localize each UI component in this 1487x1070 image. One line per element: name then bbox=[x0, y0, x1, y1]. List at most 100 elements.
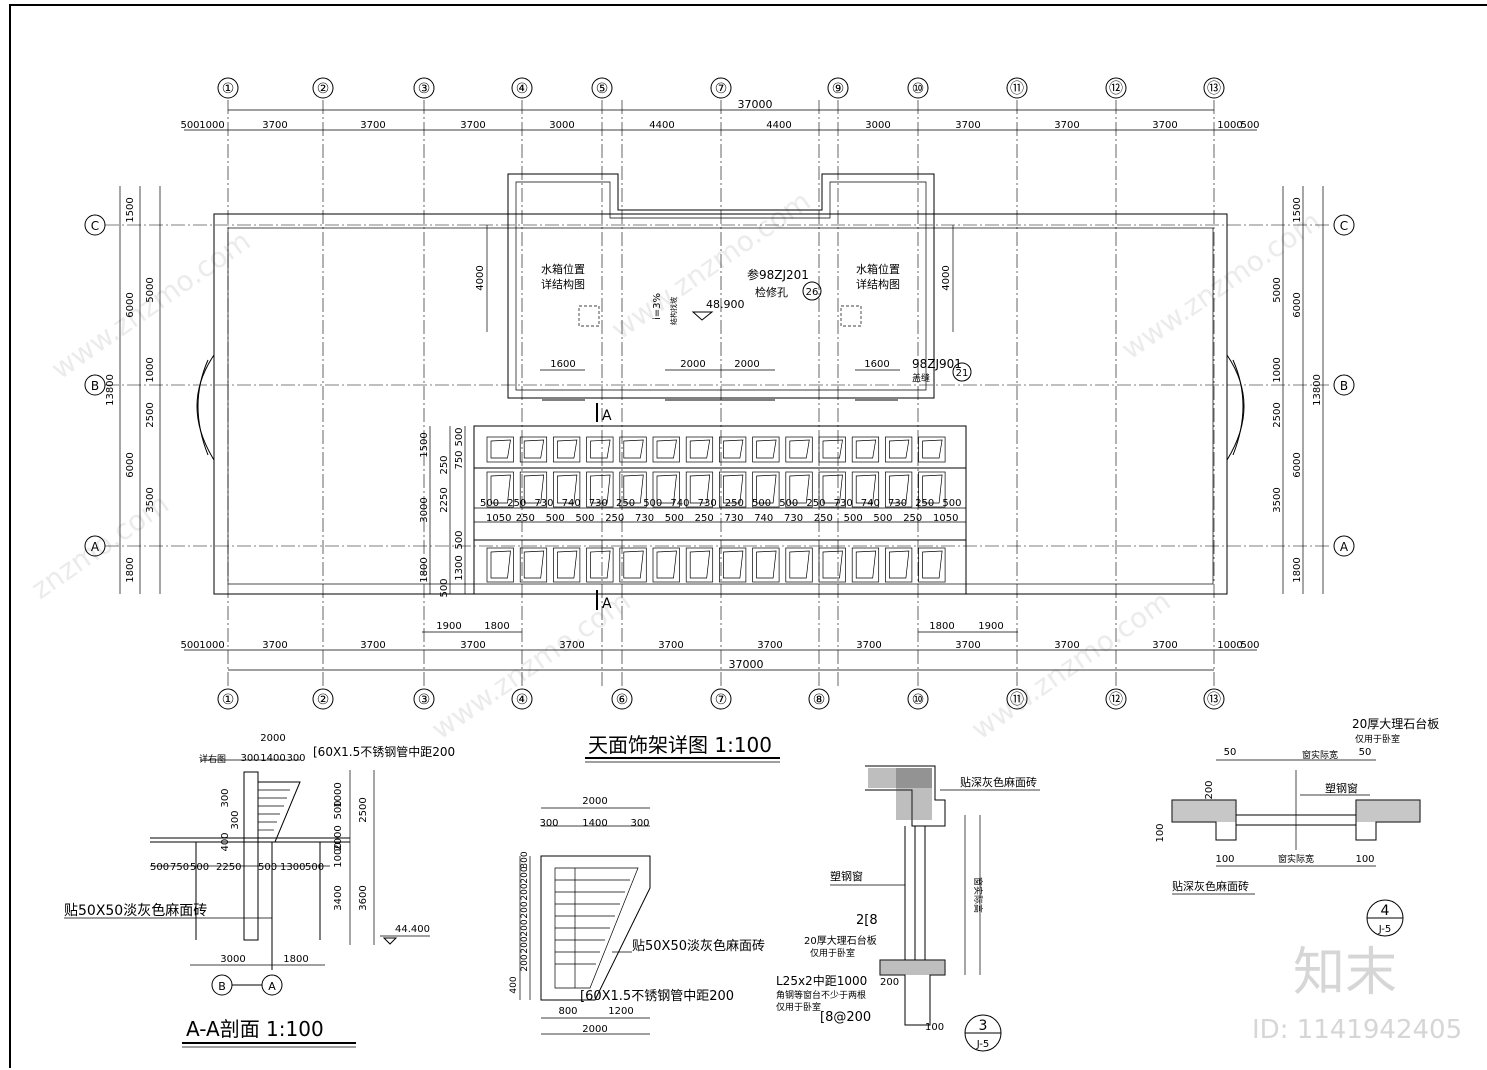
grid-bubble-top bbox=[1203, 77, 1225, 99]
svg-text:4000: 4000 bbox=[475, 265, 486, 290]
svg-text:6000: 6000 bbox=[125, 292, 136, 317]
frame-cell-inner bbox=[689, 439, 711, 459]
bottom-dim: 3700 bbox=[262, 640, 287, 651]
svg-text:26: 26 bbox=[806, 287, 819, 298]
svg-text:21: 21 bbox=[956, 368, 969, 379]
svg-text:100: 100 bbox=[1155, 823, 1166, 842]
frame-dim: 250 bbox=[616, 498, 635, 509]
frame-cell bbox=[652, 471, 680, 508]
frame-cell-inner bbox=[889, 550, 910, 579]
grid-bubble-bottom bbox=[413, 688, 435, 710]
grid-label-bottom: ② bbox=[317, 692, 330, 708]
grid-bubble-bottom bbox=[1203, 688, 1225, 710]
grid-label-bottom: ⑬ bbox=[1207, 692, 1221, 708]
svg-text:800: 800 bbox=[558, 1006, 577, 1017]
detail-4: 窗实际宽 窗实际宽 50 50 200 100 100 100 20厚大理石台板… bbox=[1155, 716, 1439, 937]
grid-label-top: ⑩ bbox=[912, 81, 925, 97]
grid-bubble-top bbox=[217, 77, 239, 99]
frame-cell bbox=[685, 436, 714, 463]
grid-bubble-top bbox=[413, 77, 435, 99]
frame-detail-bars bbox=[555, 868, 630, 988]
top-dim: 1000 bbox=[1217, 120, 1242, 131]
grid-bubble-bottom bbox=[511, 688, 533, 710]
frame-cell bbox=[752, 547, 780, 583]
frame-cell-inner bbox=[756, 474, 777, 504]
grid-bubble-bottom bbox=[611, 688, 633, 710]
bottom-dim: 1000 bbox=[199, 640, 224, 651]
svg-text:3600: 3600 bbox=[358, 885, 369, 910]
frame-dim: 500 bbox=[873, 513, 892, 524]
grid-label-top: ② bbox=[317, 81, 330, 97]
frame-cell-inner bbox=[822, 474, 843, 504]
frame-cell-inner bbox=[922, 474, 943, 504]
frame-dim: 500 bbox=[844, 513, 863, 524]
svg-text:2[8: 2[8 bbox=[856, 913, 878, 928]
frame-cell-inner bbox=[855, 474, 877, 504]
grid-bubble-bottom bbox=[217, 688, 239, 710]
frame-detail: 2000 300 1400 300 400 200 200 200 200 20… bbox=[509, 796, 765, 1035]
grid-bubble-top bbox=[827, 77, 849, 99]
svg-text:500: 500 bbox=[305, 862, 324, 873]
svg-text:50: 50 bbox=[1359, 747, 1372, 758]
frame-dim: 250 bbox=[605, 513, 624, 524]
svg-text:100: 100 bbox=[925, 1022, 944, 1033]
grid-bubble-top bbox=[907, 77, 929, 99]
svg-text:200: 200 bbox=[520, 866, 530, 883]
frame-dim: 730 bbox=[698, 498, 717, 509]
frame-cell-inner bbox=[723, 474, 744, 504]
svg-text:3500: 3500 bbox=[145, 487, 156, 512]
grid-label-top: ③ bbox=[418, 81, 431, 97]
svg-text:1900: 1900 bbox=[978, 621, 1003, 632]
grid-label-top: ⑦ bbox=[715, 81, 728, 97]
svg-text:J-5: J-5 bbox=[1378, 924, 1392, 935]
svg-text:6000: 6000 bbox=[125, 452, 136, 477]
svg-text:2500: 2500 bbox=[1272, 402, 1283, 427]
frame-cell-inner bbox=[922, 550, 943, 579]
svg-text:300: 300 bbox=[520, 851, 530, 868]
frame-cell bbox=[785, 471, 813, 508]
row-bubbles: C B A C B A bbox=[84, 214, 1355, 557]
frame-dim: 730 bbox=[888, 498, 907, 509]
svg-text:1800: 1800 bbox=[419, 557, 430, 582]
frame-cell bbox=[586, 436, 614, 463]
frame-dim: 730 bbox=[784, 513, 803, 524]
frame-dim: 730 bbox=[724, 513, 743, 524]
frame-cell-inner bbox=[590, 439, 611, 459]
frame-cell-inner bbox=[689, 474, 711, 504]
grid-bubble-bottom bbox=[1105, 688, 1127, 710]
top-dim: 3700 bbox=[1054, 120, 1079, 131]
frame-cell-inner bbox=[623, 474, 644, 504]
top-dim: 1000 bbox=[199, 120, 224, 131]
frame-cell bbox=[486, 471, 514, 508]
frame-cell bbox=[619, 547, 647, 583]
svg-text:500: 500 bbox=[333, 800, 344, 819]
svg-text:1500: 1500 bbox=[125, 197, 136, 222]
grid-label-top: ④ bbox=[516, 81, 529, 97]
frame-cell-inner bbox=[557, 550, 578, 579]
svg-text:2250: 2250 bbox=[216, 862, 241, 873]
frame-cell bbox=[719, 547, 747, 583]
grid-label-bottom: ⑩ bbox=[912, 692, 925, 708]
frame-dim: 250 bbox=[903, 513, 922, 524]
svg-text:400: 400 bbox=[220, 832, 231, 851]
frame-cell-inner bbox=[922, 439, 943, 459]
frame-dim: 250 bbox=[516, 513, 535, 524]
frame-cell bbox=[818, 547, 846, 583]
frame-cell-inner bbox=[590, 474, 611, 504]
top-dim: 4400 bbox=[766, 120, 791, 131]
water-tank-block bbox=[507, 173, 935, 401]
frame-cell bbox=[486, 436, 514, 463]
svg-text:4: 4 bbox=[1381, 903, 1390, 919]
detail-3: 贴深灰色麻面砖 塑钢窗 2[8 20厚大理石台板 仅用于卧室 L25x2中距10… bbox=[776, 765, 1040, 1052]
top-dim: 3000 bbox=[865, 120, 890, 131]
frame-cell-inner bbox=[723, 550, 744, 579]
plan-title: 天面饰架详图 1:100 bbox=[588, 733, 772, 757]
svg-text:仅用于卧室: 仅用于卧室 bbox=[810, 947, 855, 959]
frame-dim: 500 bbox=[480, 498, 499, 509]
svg-text:窗实际高: 窗实际高 bbox=[972, 877, 984, 913]
svg-text:2250: 2250 bbox=[439, 487, 450, 512]
frame-left-dims: 1500 500 750 250 3000 2250 1800 500 1300… bbox=[419, 426, 466, 598]
svg-text:1000: 1000 bbox=[333, 842, 344, 867]
